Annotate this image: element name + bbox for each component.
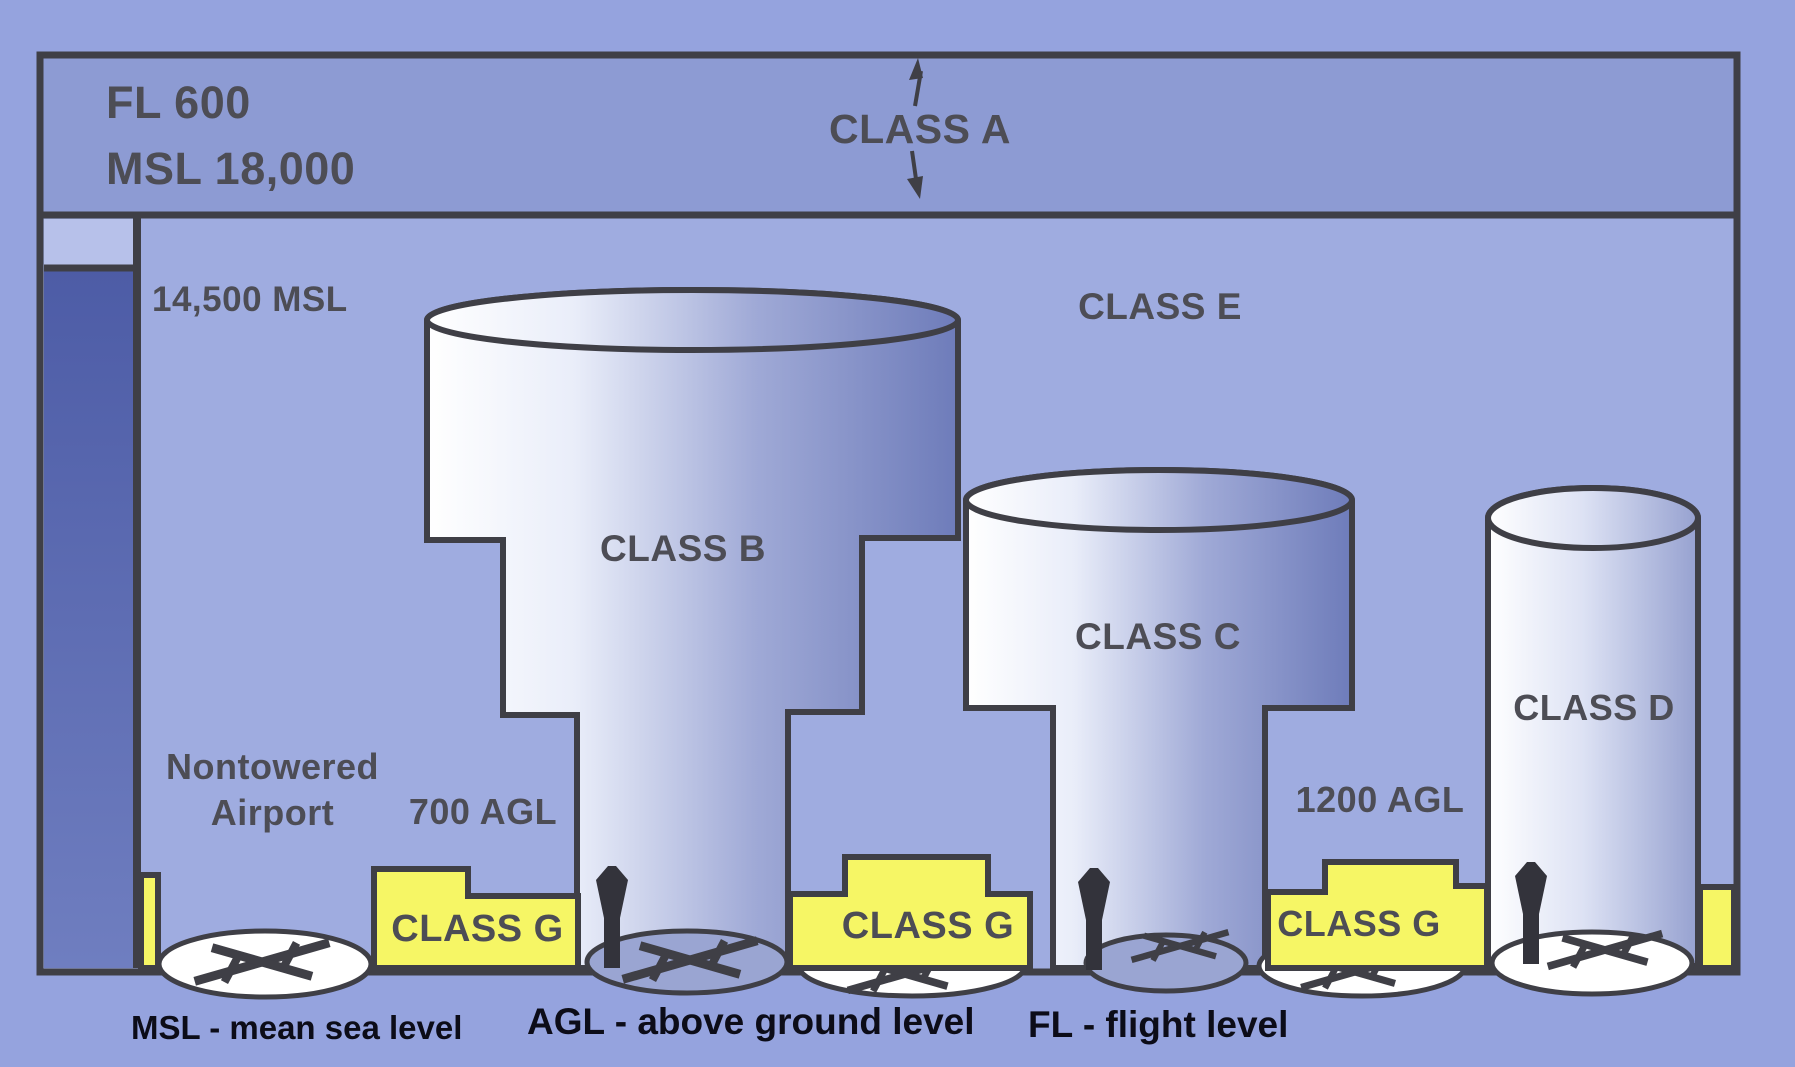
class-b-top-ellipse xyxy=(424,287,961,353)
class-g-label-nontowered: CLASS G xyxy=(391,908,564,950)
class-c-top-ellipse xyxy=(963,467,1355,533)
up-arrowhead-icon xyxy=(909,58,923,80)
class-g-block-middle xyxy=(787,854,1033,971)
class-e-label: CLASS E xyxy=(1078,286,1242,327)
class-d-top-ellipse xyxy=(1485,485,1701,551)
class-g-block-right xyxy=(1265,859,1490,971)
agl700-label: 700 AGL xyxy=(408,791,558,832)
class-g-label-right: CLASS G xyxy=(1277,903,1441,944)
down-arrowhead-icon xyxy=(907,176,923,199)
legend-agl: AGL - above ground level xyxy=(527,1001,975,1042)
legend-msl: MSL - mean sea level xyxy=(131,1009,463,1046)
nontowered-airport-label: Nontowered Airport xyxy=(155,744,390,836)
class-d-label: CLASS D xyxy=(1513,687,1675,728)
agl1200-label: 1200 AGL xyxy=(1295,779,1465,820)
class-g-label-middle: CLASS G xyxy=(841,905,1015,947)
class-g-strip-right xyxy=(1697,884,1737,971)
class-b-label: CLASS B xyxy=(600,528,766,569)
msl14500-label: 14,500 MSL xyxy=(152,280,348,319)
remote-column-upper-segment xyxy=(44,219,133,268)
legend-fl: FL - flight level xyxy=(1028,1004,1289,1045)
class-g-block-nontowered xyxy=(371,866,581,971)
class-a-band xyxy=(36,51,1741,219)
nontowered-line1: Nontowered xyxy=(165,746,379,787)
runway-ellipse-class-d xyxy=(1489,929,1695,997)
nontowered-line2: Airport xyxy=(210,792,335,833)
remote-column-lower-segment xyxy=(44,268,133,968)
class-a-label: CLASS A xyxy=(829,106,1011,152)
fl600-label: FL 600 xyxy=(106,77,251,128)
class-c-label: CLASS C xyxy=(1075,616,1241,657)
class-g-strip-left xyxy=(138,872,161,971)
msl18000-label: MSL 18,000 xyxy=(106,143,356,194)
